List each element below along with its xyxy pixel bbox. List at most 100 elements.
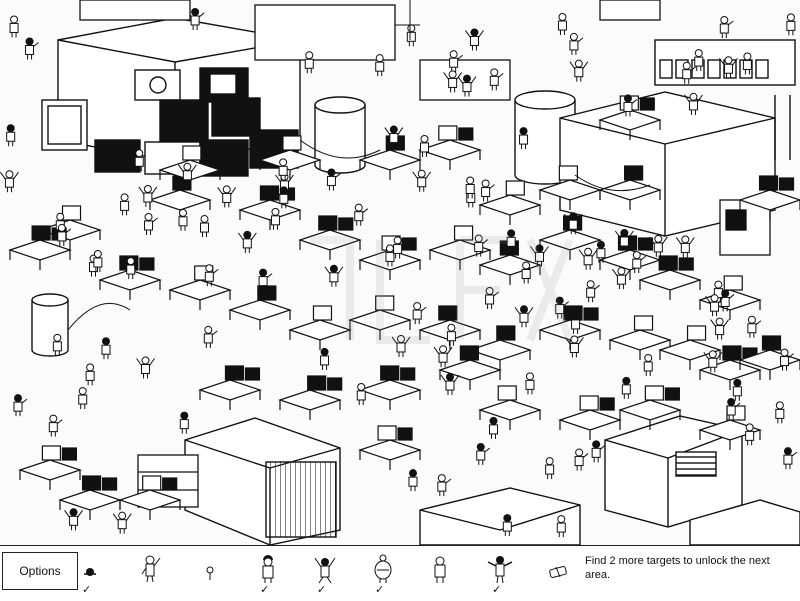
office-worker <box>179 411 189 434</box>
office-worker <box>571 311 581 334</box>
office-worker <box>270 207 280 230</box>
office-worker <box>556 515 566 538</box>
garage-building <box>184 417 341 545</box>
office-worker <box>521 261 531 284</box>
standing-person-icon <box>434 556 446 583</box>
office-worker <box>555 296 570 319</box>
office-worker <box>112 511 132 534</box>
office-worker <box>144 212 158 235</box>
desk <box>538 165 602 210</box>
arms-up-person-icon <box>487 556 513 584</box>
office-worker <box>13 394 28 417</box>
office-worker <box>643 353 653 376</box>
office-worker <box>375 54 385 77</box>
office-worker <box>586 280 600 303</box>
office-worker <box>514 305 534 328</box>
machine-block <box>41 17 301 177</box>
office-worker <box>178 208 188 231</box>
office-worker <box>304 51 314 74</box>
office-worker <box>326 168 341 191</box>
office-worker <box>684 92 703 115</box>
office-worker <box>412 302 427 325</box>
office-worker <box>780 348 794 371</box>
office-worker <box>719 16 734 39</box>
office-worker <box>720 289 735 312</box>
desk <box>58 475 122 520</box>
shipping-container <box>419 415 800 545</box>
office-worker <box>356 382 366 405</box>
target-standing-person[interactable] <box>422 552 458 596</box>
office-worker <box>476 442 491 465</box>
office-worker <box>726 398 741 421</box>
key-icon <box>206 566 214 580</box>
office-worker <box>406 24 416 47</box>
office-worker <box>474 234 489 257</box>
desk <box>18 445 82 490</box>
office-worker <box>25 37 39 60</box>
office-worker <box>481 179 495 202</box>
found-check-icon: ✓ <box>260 584 270 596</box>
target-round-robot[interactable]: ✓ <box>365 552 401 596</box>
target-arms-up-person[interactable]: ✓ <box>482 552 518 596</box>
desk <box>158 145 222 190</box>
office-worker <box>278 158 288 181</box>
office-worker <box>48 414 63 437</box>
office-worker <box>85 363 95 386</box>
office-worker <box>519 127 529 150</box>
desk <box>418 125 482 170</box>
office-worker <box>101 337 111 360</box>
office-worker <box>384 125 404 148</box>
target-key[interactable] <box>192 552 228 596</box>
office-worker <box>569 32 584 55</box>
office-worker <box>623 94 638 117</box>
office-illustration[interactable] <box>0 0 800 545</box>
office-worker <box>258 268 273 291</box>
hint-text: Find 2 more targets to unlock the next a… <box>585 555 770 581</box>
office-worker <box>621 376 631 399</box>
office-worker <box>648 234 668 257</box>
target-hardhat-person[interactable]: ✓ <box>250 552 286 596</box>
desk <box>118 475 182 520</box>
target-hat[interactable]: ✓ <box>72 552 108 596</box>
office-worker <box>488 416 498 439</box>
watermark-logo <box>310 236 574 344</box>
desk <box>478 385 542 430</box>
desk <box>638 255 702 300</box>
office-worker <box>710 317 730 340</box>
office-worker <box>446 323 456 346</box>
cheering-person-icon <box>314 557 336 584</box>
office-worker <box>64 508 83 531</box>
office-worker <box>136 356 155 379</box>
office-worker <box>612 267 631 290</box>
office-worker <box>569 59 589 82</box>
office-worker <box>440 373 460 396</box>
office-worker <box>419 134 429 157</box>
office-worker <box>465 176 475 199</box>
hidden-folks-scene[interactable] <box>0 0 800 545</box>
target-cash-bundle[interactable] <box>540 552 576 596</box>
desk <box>168 265 232 310</box>
desk <box>278 375 343 420</box>
office-worker <box>443 70 463 93</box>
office-worker <box>177 162 197 185</box>
office-worker <box>742 52 752 75</box>
office-worker <box>719 56 738 79</box>
target-cheering-person[interactable]: ✓ <box>307 552 343 596</box>
office-worker <box>578 247 598 270</box>
desk <box>198 365 262 410</box>
office-worker <box>274 186 294 209</box>
office-worker <box>485 286 499 309</box>
office-worker <box>120 193 130 216</box>
office-worker <box>78 387 88 410</box>
office-worker <box>705 294 724 317</box>
office-worker <box>217 185 237 208</box>
office-worker <box>204 264 219 287</box>
office-worker <box>502 514 512 537</box>
target-waving-person[interactable] <box>132 552 168 596</box>
office-worker <box>747 315 762 338</box>
cables <box>67 0 651 331</box>
desk <box>348 295 412 340</box>
options-button[interactable]: Options <box>2 552 78 590</box>
office-worker <box>200 215 210 238</box>
office-worker <box>745 423 755 446</box>
